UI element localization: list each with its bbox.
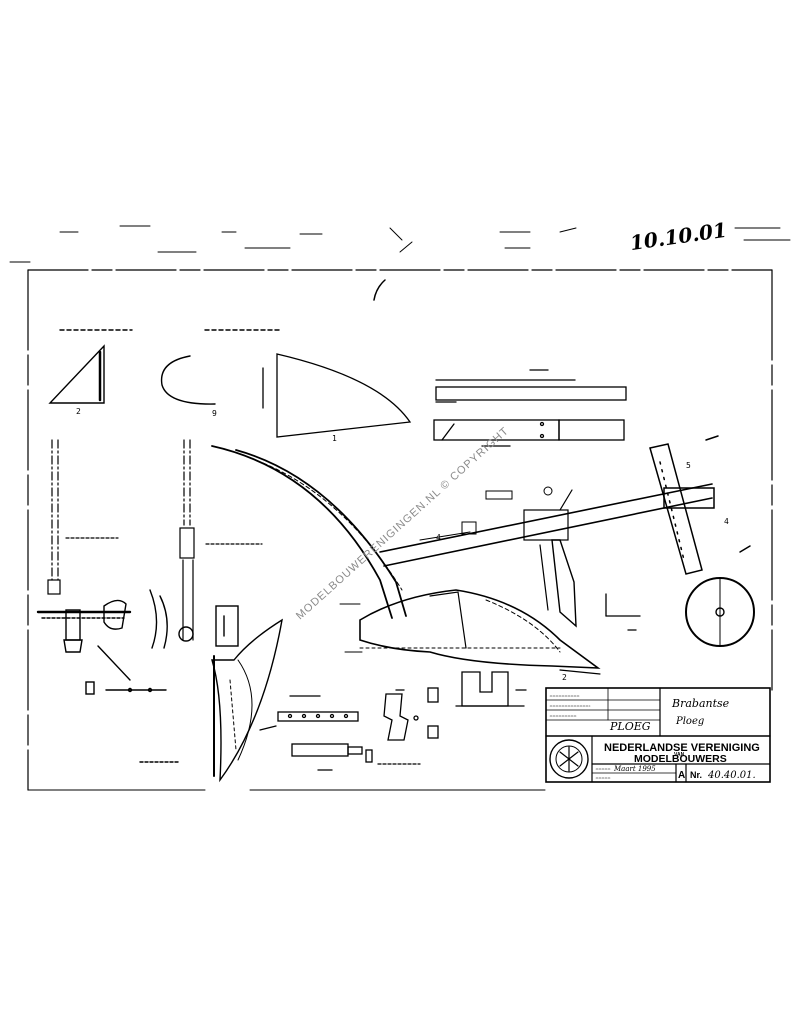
bar-detail [433, 369, 627, 447]
sector-detail: 9 [160, 329, 281, 418]
small-bracket [605, 593, 641, 631]
curved-plate-detail: 1 [262, 353, 412, 443]
part-name: PLOEG [609, 720, 651, 733]
association-van: VAN [674, 752, 685, 758]
land-wheel: 5 [685, 461, 755, 647]
copyright-watermark: MODELBOUWERENIGINGEN.NL © COPYRIGHT [294, 425, 511, 622]
share-ref: 2 [562, 673, 567, 682]
left-assembly [36, 589, 194, 763]
wheel-arm: 4 [649, 435, 751, 575]
number-label: Nr. [690, 770, 702, 780]
plate-ref: 1 [332, 434, 337, 443]
size-letter: A [678, 770, 685, 781]
flat-bar-parts [259, 695, 421, 771]
header-scribbles [9, 225, 791, 301]
corner-mark: 10.10.01 [628, 218, 728, 255]
drawing-border [27, 269, 773, 791]
association-line1: NEDERLANDSE VERENIGING [604, 742, 760, 754]
model-name-line2: Ploeg [675, 716, 704, 727]
wheel-ref: 5 [686, 461, 691, 470]
bracket-parts [383, 671, 527, 741]
arm-ref: 4 [724, 517, 729, 526]
drawing-number: 40.40.01. [707, 770, 756, 781]
beam-ref: 4 [436, 533, 441, 542]
triangle-detail: 2 [48, 329, 133, 416]
lower-left-share [211, 605, 283, 783]
association-line2: MODELBOUWERS [634, 753, 727, 765]
title-block [545, 687, 771, 783]
triangle-ref: 2 [76, 407, 81, 416]
left-rod-details [47, 439, 263, 641]
plough-body [211, 445, 713, 675]
drawing-date: Maart 1995 [613, 765, 656, 773]
sector-ref: 9 [212, 409, 217, 418]
model-name-line1: Brabantse [671, 697, 730, 710]
